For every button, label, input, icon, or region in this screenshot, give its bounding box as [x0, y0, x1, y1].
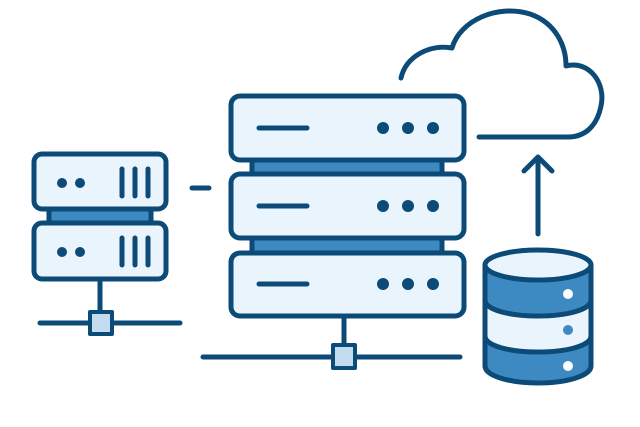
- led-icon: [563, 289, 573, 299]
- upload-arrow-icon: [521, 154, 555, 237]
- led-icon: [377, 278, 389, 290]
- led-icon: [427, 200, 439, 212]
- led-icon: [57, 178, 67, 188]
- server-unit: [228, 250, 467, 319]
- led-icon: [402, 278, 414, 290]
- led-icon: [427, 122, 439, 134]
- led-icon: [563, 325, 573, 335]
- led-icon: [563, 361, 573, 371]
- led-icon: [75, 178, 85, 188]
- small-server-icon: [31, 151, 183, 336]
- led-icon: [427, 278, 439, 290]
- server-unit: [228, 171, 467, 241]
- led-icon: [402, 122, 414, 134]
- network-cable: [200, 314, 463, 360]
- vent-icon: [119, 166, 151, 268]
- led-icon: [377, 122, 389, 134]
- network-cable: [37, 277, 183, 326]
- server-rack-icon: [200, 93, 467, 370]
- network-node-icon: [88, 310, 114, 336]
- drive-slot: [256, 125, 310, 287]
- network-node-icon: [331, 343, 357, 370]
- led-icon: [57, 247, 67, 257]
- database-top: [482, 247, 594, 283]
- server-unit: [228, 93, 467, 163]
- database-icon: [482, 247, 594, 386]
- led-icon: [377, 200, 389, 212]
- led-icon: [402, 200, 414, 212]
- cloud-icon: [398, 8, 605, 140]
- led-icon: [75, 247, 85, 257]
